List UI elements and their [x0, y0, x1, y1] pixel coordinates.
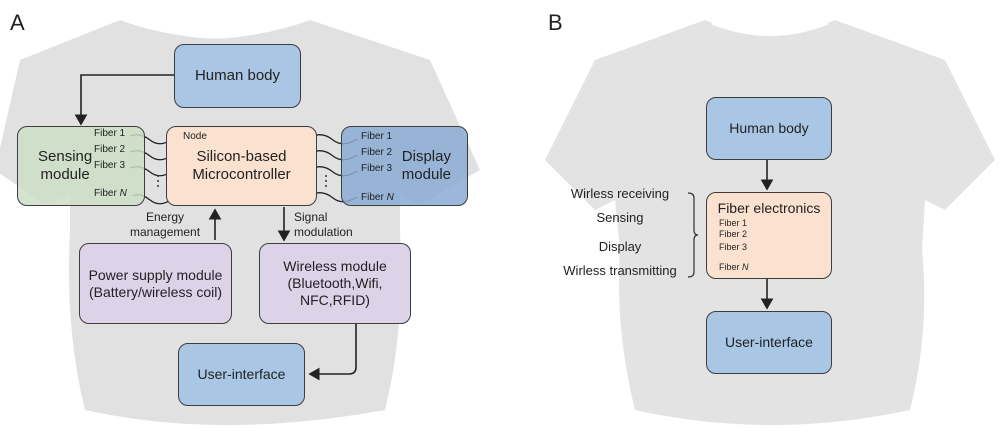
wireless-module-box: Wireless module(Bluetooth,Wifi,NFC,RFID): [259, 243, 411, 324]
function-wireless-receiving: Wirless receiving: [570, 186, 670, 201]
panel-a-label: A: [10, 10, 25, 35]
fiber-a-left-3: Fiber 3: [94, 160, 126, 171]
function-sensing: Sensing: [596, 210, 644, 225]
function-display: Display: [598, 239, 642, 254]
user-interface-text-b: User-interface: [725, 334, 813, 351]
fiber-b-3: Fiber 3: [719, 242, 748, 252]
fiber-b-1: Fiber 1: [719, 218, 748, 228]
human-body-text: Human body: [194, 67, 281, 84]
wireless-line-2: (Bluetooth,Wifi,: [287, 275, 383, 292]
fiber-a-left-n: Fiber N: [94, 188, 127, 199]
fiber-a-left-2: Fiber 2: [94, 144, 126, 155]
fiber-a-left-1: Fiber 1: [94, 128, 126, 139]
user-interface-box-b: User-interface: [706, 311, 832, 374]
power-supply-box: Power supply module(Battery/wireless coi…: [79, 243, 232, 324]
mcu-line-1: Silicon-based: [196, 148, 287, 165]
mcu-line-2: Microcontroller: [192, 166, 291, 183]
fiber-a-right-1: Fiber 1: [361, 131, 393, 142]
display-line-2: module: [401, 166, 451, 183]
power-line-2: (Battery/wireless coil): [88, 283, 222, 300]
wireless-line-3: NFC,RFID): [299, 291, 370, 308]
wireless-line-1: Wireless module: [283, 258, 387, 275]
human-body-text-b: Human body: [729, 120, 809, 137]
sensing-line-2: module: [40, 166, 90, 183]
human-body-box-a: Human body: [174, 44, 301, 108]
fiber-electronics-title: Fiber electronics: [717, 200, 821, 216]
power-line-1: Power supply module: [88, 266, 223, 283]
user-interface-text: User-interface: [197, 366, 286, 383]
panel-b-label: B: [548, 10, 563, 35]
human-body-box-b: Human body: [706, 97, 832, 160]
fiber-a-right-n: Fiber N: [361, 192, 394, 203]
fiber-b-n: Fiber N: [719, 262, 749, 272]
fiber-a-right-2: Fiber 2: [361, 147, 393, 158]
fiber-b-2: Fiber 2: [719, 229, 748, 239]
function-bracket: [687, 192, 699, 278]
display-line-1: Display: [401, 148, 451, 165]
function-wireless-transmitting: Wirless transmitting: [563, 263, 677, 278]
user-interface-box-a: User-interface: [178, 343, 305, 406]
node-label: Node: [183, 131, 207, 142]
fiber-a-right-3: Fiber 3: [361, 163, 393, 174]
fiber-electronics-box: Fiber electronics: [706, 192, 832, 279]
sensing-line-1: Sensing: [38, 148, 93, 165]
